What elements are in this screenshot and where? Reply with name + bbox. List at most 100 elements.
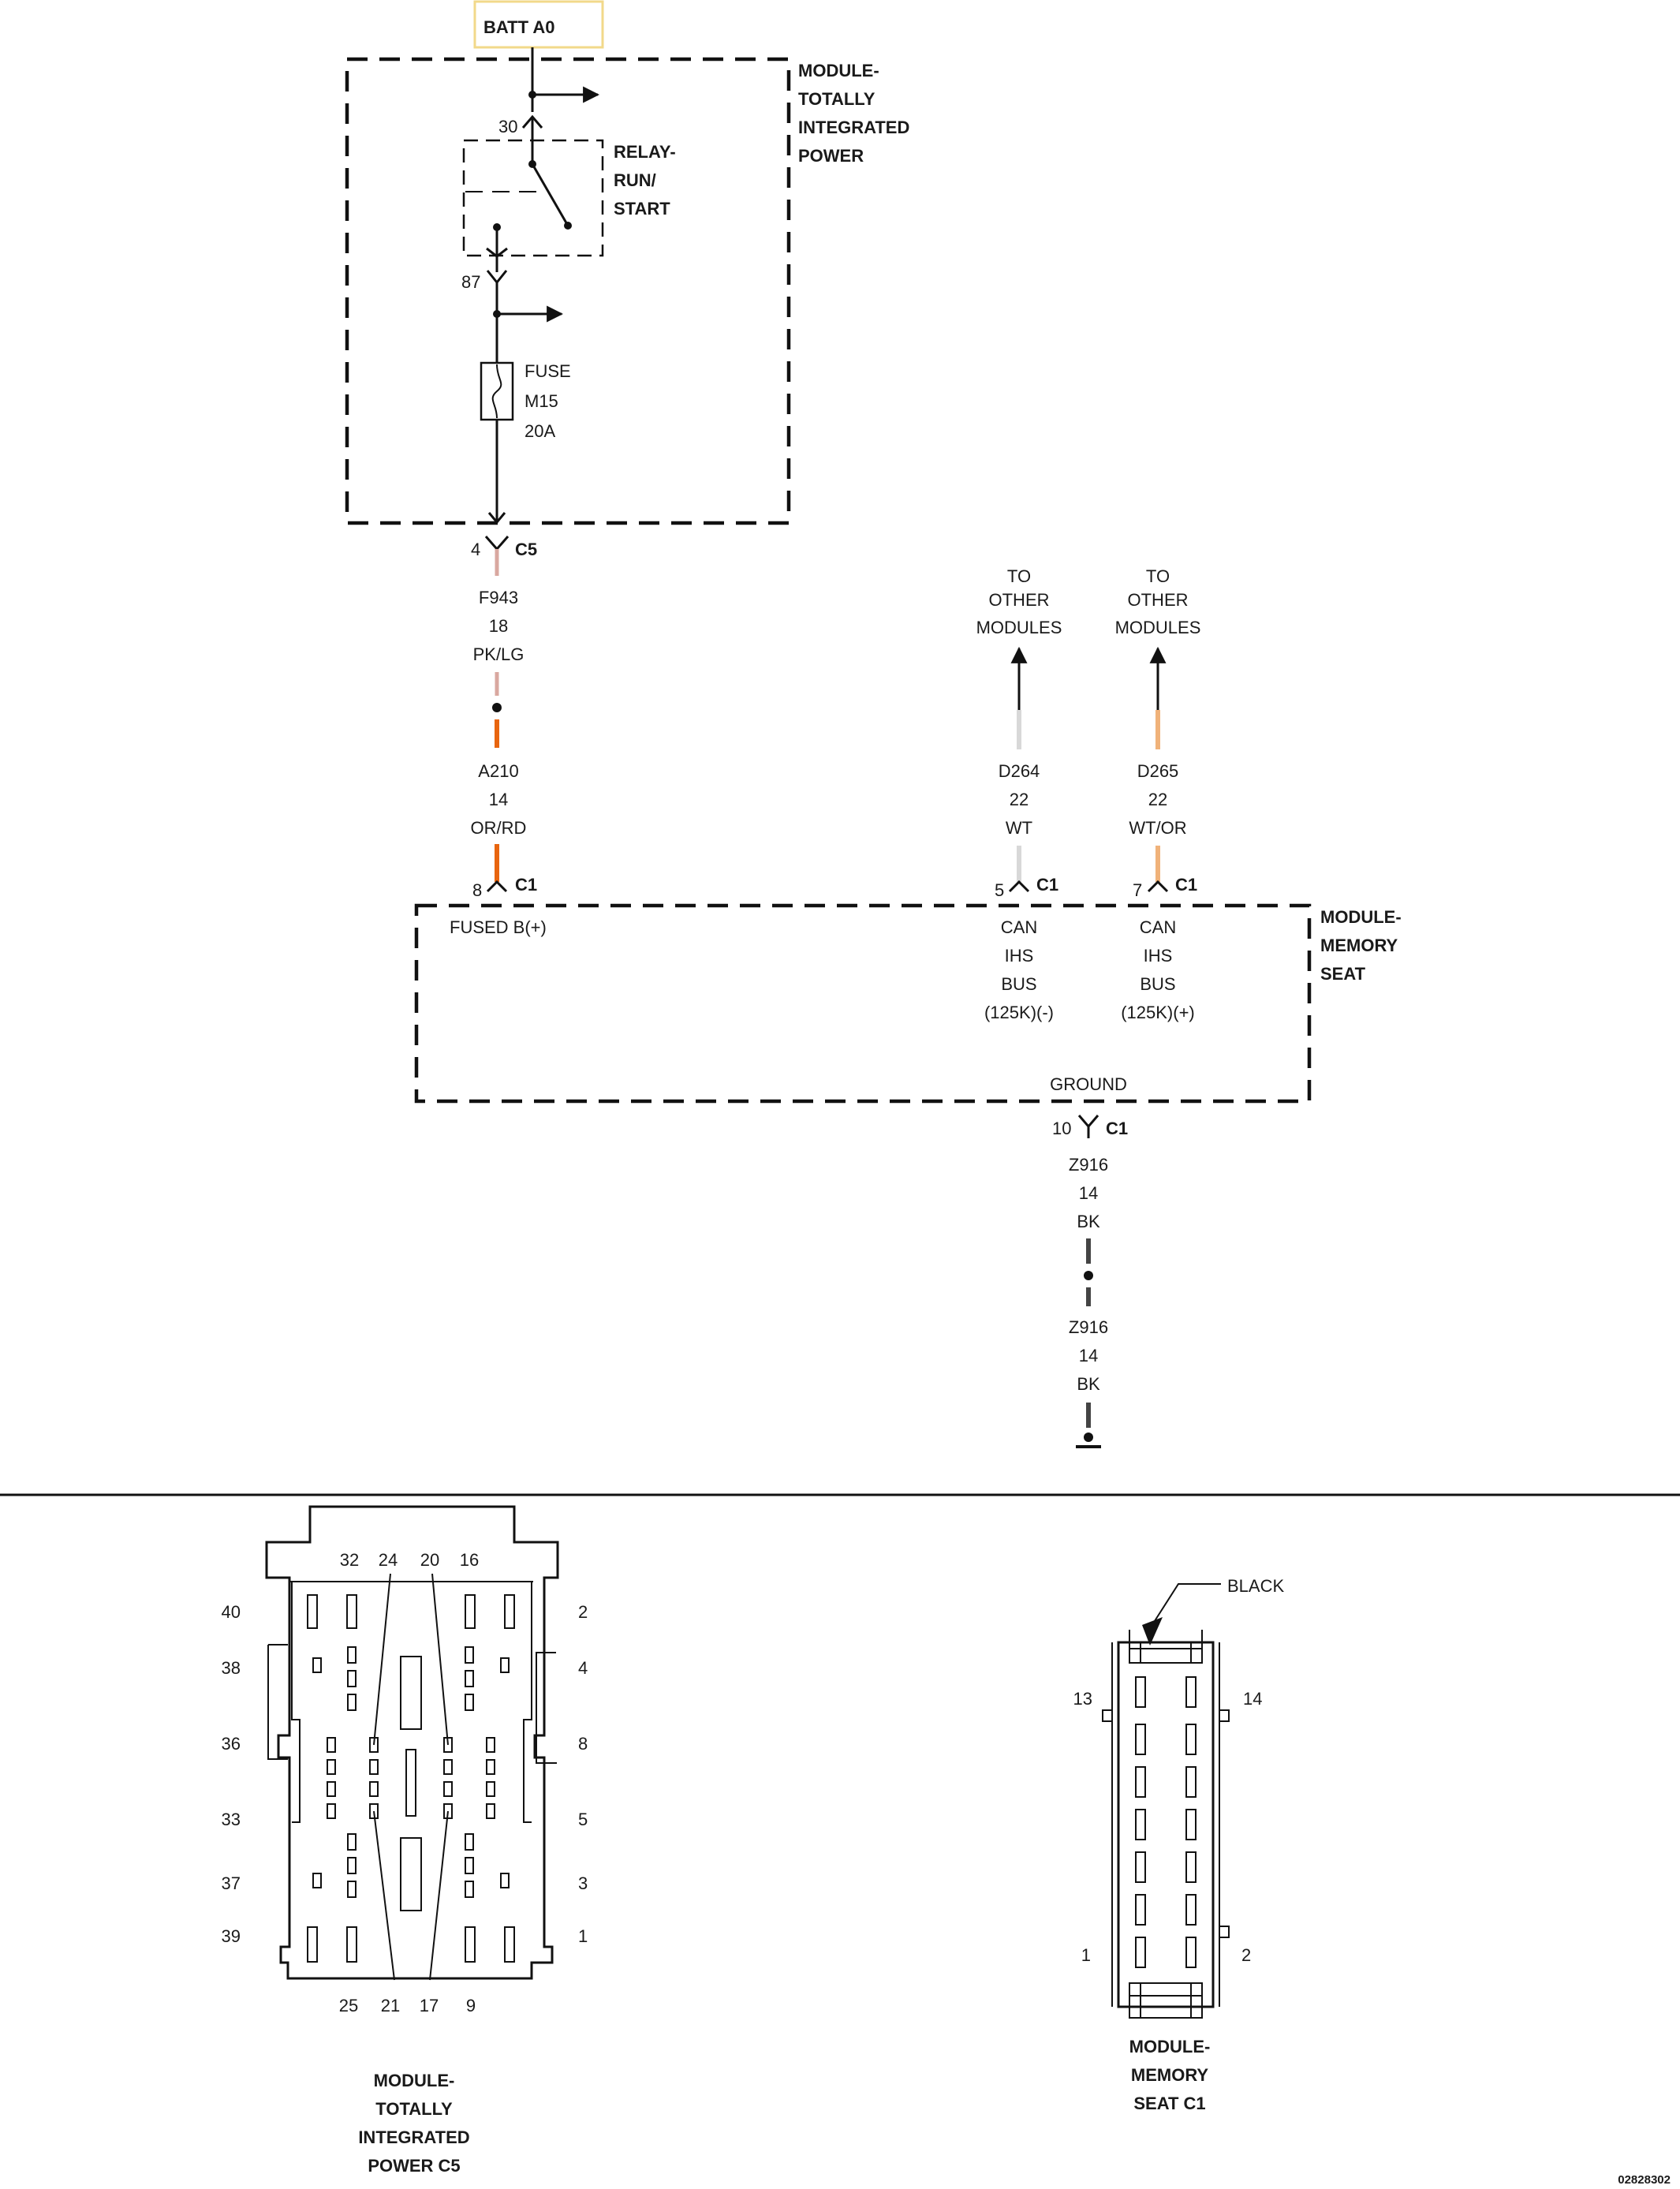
c5-right-5: 5 <box>578 1810 588 1829</box>
figure-id: 02828302 <box>1618 2173 1671 2187</box>
fused-b-plus-label: FUSED B(+) <box>450 917 547 937</box>
c5-pin-number: 4 <box>471 540 480 559</box>
pin-30-label: 30 <box>498 117 517 136</box>
can-plus-line-3: BUS <box>1140 974 1175 994</box>
z916l-id: Z916 <box>1069 1317 1108 1337</box>
tom2-line-1: TO <box>1146 566 1170 586</box>
pin-5-connector: C1 <box>1036 875 1058 895</box>
connector-c1-pin-8: 8 C1 <box>472 875 537 900</box>
c5-caption-line-3: INTEGRATED <box>358 2127 469 2147</box>
ground-label: GROUND <box>1050 1074 1127 1094</box>
pin-87-label: 87 <box>461 272 480 292</box>
circuit-d264: D264 22 WT <box>999 710 1040 882</box>
d264-color: WT <box>1006 818 1032 838</box>
fuse-line-2: M15 <box>525 391 558 411</box>
c1-caption-line-3: SEAT C1 <box>1133 2094 1205 2113</box>
z916u-gauge: 14 <box>1079 1183 1098 1203</box>
splice-z916 <box>1084 1271 1093 1280</box>
c1-pin-13: 13 <box>1073 1689 1092 1709</box>
c5-connector-view: 32 24 20 16 25 21 17 9 40 38 36 33 37 39… <box>222 1505 588 2176</box>
c5-left-39: 39 <box>222 1926 241 1946</box>
f943-gauge: 18 <box>489 616 508 636</box>
pin-10-number: 10 <box>1052 1119 1071 1138</box>
c5-right-2: 2 <box>578 1602 588 1622</box>
relay-line-1: RELAY- <box>614 142 676 162</box>
d264-id: D264 <box>999 761 1040 781</box>
tipm-module: MODULE- TOTALLY INTEGRATED POWER 30 RELA… <box>345 57 909 525</box>
z916l-gauge: 14 <box>1079 1346 1098 1365</box>
a210-color: OR/RD <box>471 818 527 838</box>
circuit-d265: D265 22 WT/OR <box>1129 710 1187 882</box>
splice-a210 <box>492 703 502 712</box>
c5-bottom-25: 25 <box>339 1996 358 2015</box>
c1-pin-2: 2 <box>1241 1945 1251 1965</box>
c1-pin-1: 1 <box>1081 1945 1091 1965</box>
to-other-modules-2: TO OTHER MODULES <box>1115 566 1201 710</box>
d265-color: WT/OR <box>1129 818 1186 838</box>
relay-run-start: RELAY- RUN/ START <box>462 139 676 258</box>
c5-right-1: 1 <box>578 1926 588 1946</box>
can-plus-line-4: (125K)(+) <box>1121 1003 1195 1022</box>
c5-top-16: 16 <box>460 1550 479 1570</box>
connector-c5-pin-4: 4 C5 <box>471 536 537 559</box>
to-other-modules-1: TO OTHER MODULES <box>976 566 1062 710</box>
can-minus-line-2: IHS <box>1005 946 1034 966</box>
c5-right-3: 3 <box>578 1873 588 1893</box>
ground-symbol-icon <box>1076 1433 1101 1448</box>
c5-connector-label: C5 <box>515 540 537 559</box>
circuit-z916-upper: Z916 14 BK <box>1069 1155 1108 1264</box>
tom1-line-3: MODULES <box>976 618 1062 637</box>
tipm-name-line-2: TOTALLY <box>798 89 875 109</box>
circuit-z916-lower: Z916 14 BK <box>1069 1287 1108 1428</box>
can-plus-line-1: CAN <box>1140 917 1176 937</box>
c5-left-33: 33 <box>222 1810 241 1829</box>
fuse-line-1: FUSE <box>525 361 571 381</box>
c1-caption-line-1: MODULE- <box>1129 2037 1211 2056</box>
pin-10-connector: C1 <box>1106 1119 1128 1138</box>
pin-7-connector: C1 <box>1175 875 1197 895</box>
c5-caption-line-2: TOTALLY <box>375 2099 453 2119</box>
pin-7-number: 7 <box>1133 880 1142 900</box>
circuit-f943: F943 18 PK/LG <box>473 549 524 696</box>
c1-caption-line-2: MEMORY <box>1131 2065 1209 2085</box>
tom2-line-3: MODULES <box>1115 618 1201 637</box>
can-minus-line-4: (125K)(-) <box>984 1003 1054 1022</box>
batt-label: BATT A0 <box>483 17 554 37</box>
batt-a0-source: BATT A0 <box>473 0 604 112</box>
tom2-line-2: OTHER <box>1128 590 1189 610</box>
f943-id: F943 <box>479 588 518 607</box>
a210-id: A210 <box>478 761 518 781</box>
c5-caption-line-4: POWER C5 <box>368 2156 460 2176</box>
tom1-line-1: TO <box>1007 566 1031 586</box>
tipm-name-line-1: MODULE- <box>798 61 879 80</box>
circuit-a210: A210 14 OR/RD <box>471 719 527 882</box>
connector-c1-pin-7: 7 C1 <box>1133 875 1197 900</box>
c5-bottom-21: 21 <box>381 1996 400 2015</box>
c5-left-38: 38 <box>222 1658 241 1678</box>
c5-top-24: 24 <box>379 1550 398 1570</box>
d264-gauge: 22 <box>1010 790 1029 809</box>
fuse-line-3: 20A <box>525 421 555 441</box>
c5-top-32: 32 <box>340 1550 359 1570</box>
relay-line-2: RUN/ <box>614 170 656 190</box>
c1-connector-view: BLACK 13 14 1 <box>1073 1576 1285 2113</box>
c1-pin-14: 14 <box>1243 1689 1262 1709</box>
c5-bottom-9: 9 <box>466 1996 476 2015</box>
d265-gauge: 22 <box>1148 790 1167 809</box>
z916u-id: Z916 <box>1069 1155 1108 1175</box>
pin-8-number: 8 <box>472 880 482 900</box>
z916u-color: BK <box>1077 1212 1100 1231</box>
can-minus-line-1: CAN <box>1001 917 1037 937</box>
d265-id: D265 <box>1137 761 1179 781</box>
c5-right-8: 8 <box>578 1734 588 1754</box>
c5-right-4: 4 <box>578 1658 588 1678</box>
can-minus-line-3: BUS <box>1001 974 1036 994</box>
tom1-line-2: OTHER <box>989 590 1050 610</box>
connector-c1-pin-5: 5 C1 <box>995 875 1058 900</box>
pin-8-connector: C1 <box>515 875 537 895</box>
memory-seat-module: MODULE- MEMORY SEAT FUSED B(+) CAN IHS B… <box>414 903 1402 1104</box>
pin-5-number: 5 <box>995 880 1004 900</box>
tipm-name-line-4: POWER <box>798 146 864 166</box>
c1-color-label: BLACK <box>1227 1576 1284 1596</box>
